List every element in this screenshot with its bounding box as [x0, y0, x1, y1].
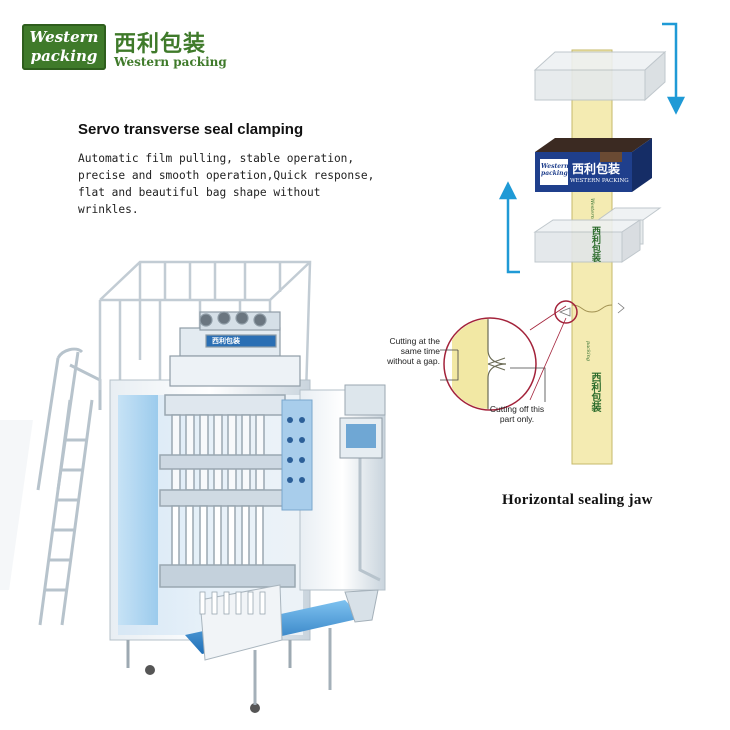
branded-jaw-block [535, 138, 652, 192]
section-heading: Servo transverse seal clamping [78, 121, 304, 138]
callout-cut-part-only: Cutting off this part only. [489, 404, 545, 424]
down-arrow [662, 22, 686, 115]
machine-guard-rail [98, 260, 312, 396]
logo-line-1: Western [29, 28, 99, 46]
lower-jaw-block [533, 207, 662, 263]
cut-detail-callout [440, 305, 567, 411]
logo-english-name: Western packing [114, 55, 227, 69]
cut-point-marker [554, 300, 578, 324]
diagram-label: Horizontal sealing jaw [502, 492, 653, 508]
brand-logo-badge: Western packing [22, 24, 106, 70]
strip-chinese-1: 西利包装 [590, 226, 600, 262]
up-arrow [498, 181, 520, 274]
output-conveyor [185, 584, 379, 705]
strip-logo-1: Western [589, 198, 595, 219]
touch-screen-panel [339, 417, 383, 582]
strip-logo-2: packing [585, 341, 591, 362]
strip-chinese-2: 西利包装 [589, 372, 600, 412]
jaw-brand-english: WESTERN PACKING [570, 178, 629, 184]
machine-brand-label: 西利包装 [212, 337, 240, 345]
jaw-brand-chinese: 西利包装 [572, 162, 621, 176]
upper-jaw-block [533, 50, 667, 102]
jaw-brand-logo: Western packing [541, 163, 569, 177]
forming-tubes [159, 394, 296, 588]
callout-cut-same-time: Cutting at the same time without a gap. [387, 336, 440, 366]
section-description: Automatic film pulling, stable operation… [78, 152, 375, 216]
logo-chinese-name: 西利包装 [114, 32, 207, 57]
machine-staircase [36, 347, 102, 626]
logo-line-2: packing [30, 47, 98, 65]
machine-hopper [169, 311, 301, 387]
